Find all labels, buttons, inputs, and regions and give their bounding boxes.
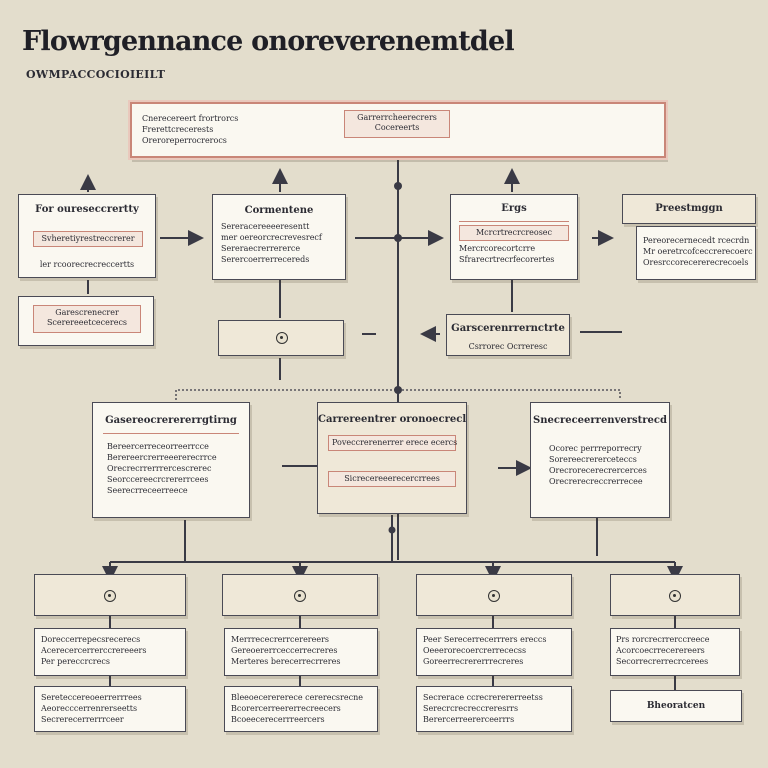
box-text: Aeorecccerrenrerseetts — [41, 704, 138, 713]
box-title: For oureseccrertty — [35, 204, 139, 215]
box-title: Preestmggn — [655, 203, 723, 214]
box-text: Pereorecernecedt rcecrdn — [643, 236, 750, 245]
box-title: Garscerenrrernctrte — [451, 323, 565, 334]
row1b-node-box — [218, 320, 344, 356]
box-text: Sereteccereoeerrerrrees — [41, 693, 142, 702]
box-text: Per pereccrcrecs — [41, 657, 110, 666]
row2-box-2: Carrereentrer oronoecrecl Poveccrerenerr… — [317, 402, 467, 514]
top-box-line: Cnerecereert frortrorcs — [142, 114, 239, 123]
box-text: Mercrcorecortcrre — [459, 244, 536, 253]
row3-node-box-2 — [222, 574, 378, 616]
box-text: Berercerreererceerrrs — [423, 715, 515, 724]
box-pill: Svheretiyrestreccrerer — [33, 231, 143, 247]
row3-text-box-2a: Merrrececrerrcerereers Gereoererrceccerr… — [224, 628, 378, 676]
box-text: Sorereecrererceteccs — [549, 455, 637, 464]
box-text: Orecrerecreccrerrecee — [549, 477, 643, 486]
pill-line: Cocereerts — [374, 123, 420, 132]
box-title: Bheoratcen — [646, 701, 706, 711]
box-text: Merteres berecerrecrreres — [231, 657, 341, 666]
row3-text-box-3a: Peer Serecerrecerrrers ereccs Oeeeroreco… — [416, 628, 572, 676]
box-title: Gasereocrerererrgtirng — [105, 415, 237, 426]
connector-node-icon — [488, 590, 500, 602]
box-text: Ocorec perrreporrecry — [549, 444, 642, 453]
box-text: Bcoeecerecerrreercers — [231, 715, 325, 724]
box-text: Sfrarecrtrecrfecorertes — [459, 255, 555, 264]
box-text: Secrerace ccrecrerererreetss — [423, 693, 543, 702]
row1-box-2: Cormentene Sereracereeeeresentt mer oere… — [212, 194, 346, 280]
box-text: Oresrccorecererecrecoels — [643, 258, 749, 267]
box-text: Secorrecrerrecrcerees — [616, 657, 709, 666]
row3-text-box-3b: Secrerace ccrecrerererreetss Serecrcrecr… — [416, 686, 572, 732]
box-text: Oeeerorecoercrerrececss — [423, 646, 527, 655]
connector-node-icon — [669, 590, 681, 602]
box-text: Seerecrreceerreece — [107, 486, 188, 495]
row3-text-box-1a: Doreccerrepecsrecerecs Acerecercerrerccr… — [34, 628, 186, 676]
row1b-center-box: Garscerenrrernctrte Csrrorec Ocrreresc — [446, 314, 570, 356]
box-text: Sereraecrerrererce — [221, 244, 301, 253]
row2-box-3: Snecreceerrenverstrecd Ocorec perrreporr… — [530, 402, 670, 518]
row1-box-4: Pereorecernecedt rcecrdn Mr oeretrcofcec… — [636, 226, 756, 280]
row1-box-4-header: Preestmggn — [622, 194, 756, 224]
row1-box-3: Ergs Mcrcrtrecrcreosec Mercrcorecortcrre… — [450, 194, 578, 280]
box-text: Csrrorec Ocrreresc — [468, 342, 548, 351]
page-subtitle: OWMPACCOCIOIEILT — [26, 68, 166, 81]
box-title: Snecreceerrenverstrecd — [533, 415, 667, 426]
top-box-pill: Garrerrcheerecrers Cocereerts — [344, 110, 450, 138]
box-text: Orecrecrrerrrercescrerec — [107, 464, 212, 473]
row3-node-box-1 — [34, 574, 186, 616]
row1-box-1: For oureseccrertty Svheretiyrestreccrere… — [18, 194, 156, 278]
box-text: Serercoerrerrecereds — [221, 255, 310, 264]
box-pill: Garescrenecrer Scerereeetcecerecs — [33, 305, 141, 333]
box-text: Serecrcrecreccreresrrs — [423, 704, 519, 713]
box-pill: Sicrecereeerecercrrees — [328, 471, 456, 487]
box-text: Secrerecerrerrrceer — [41, 715, 124, 724]
connector-node-icon — [276, 332, 288, 344]
box-title: Cormentene — [244, 205, 314, 216]
box-text: Acorcoecrrecerereers — [616, 646, 705, 655]
box-text: Bereercerreceorreerrcce — [107, 442, 209, 451]
box-text: Bcorercerreererrecreecers — [231, 704, 341, 713]
box-text: Peer Serecerrecerrrers ereccs — [423, 635, 547, 644]
box-text: Sereracereeeeresentt — [221, 222, 310, 231]
pill-line: Garescrenecrer — [55, 308, 119, 317]
box-text: Merrrececrerrcerereers — [231, 635, 330, 644]
pill-line: Scerereeetcecerecs — [46, 318, 128, 327]
row3-text-box-2b: Bleeoecerererece cererecsrecne Bcorercer… — [224, 686, 378, 732]
top-box-line: Frerettcrecerests — [142, 125, 214, 134]
page-title: Flowrgennance onoreverenemtdel — [22, 26, 515, 57]
row2-box-1: Gasereocrerererrgtirng Bereercerreceorre… — [92, 402, 250, 518]
row3-node-box-4 — [610, 574, 740, 616]
box-title: Ergs — [501, 203, 527, 214]
box-text: Orecrorecerecrercerces — [549, 466, 647, 475]
top-box-line: Oreroreperrocrerocs — [142, 136, 227, 145]
box-pill: Poveccrerenerrer erece ecercs — [328, 435, 457, 451]
row3-text-box-4a: Prs rorcrecrrerccreece Acorcoecrrecerere… — [610, 628, 740, 676]
box-text: mer oereorcrecrevesrecf — [221, 233, 322, 242]
box-pill: Mcrcrtrecrcreosec — [459, 225, 569, 241]
box-text: Mr oeretrcofceccrerecoerc — [643, 247, 753, 256]
box-title: Carrereentrer oronoecrecl — [318, 414, 467, 425]
box-text: Acerecercerrerccrereeers — [41, 646, 147, 655]
row3-node-box-3 — [416, 574, 572, 616]
row3-text-box-1b: Sereteccereoeerrerrrees Aeorecccerrenrer… — [34, 686, 186, 732]
row1b-left-box: Garescrenecrer Scerereeetcecerecs — [18, 296, 154, 346]
box-text: Prs rorcrecrrerccreece — [616, 635, 710, 644]
row3-text-box-4b: Bheoratcen — [610, 690, 742, 722]
box-text: Seorccereecrcrererrcees — [107, 475, 209, 484]
box-text: Gereoererrceccerrecreres — [231, 646, 338, 655]
box-text: Berereercrerreeererecrrce — [107, 453, 217, 462]
box-text: ler rcoorecrecreccertts — [39, 260, 135, 269]
top-overview-box: Cnerecereert frortrorcs Frerettcrecerest… — [130, 102, 666, 158]
connector-node-icon — [294, 590, 306, 602]
box-text: Bleeoecerererece cererecsrecne — [231, 693, 363, 702]
pill-line: Garrerrcheerecrers — [357, 113, 437, 122]
box-text: Doreccerrepecsrecerecs — [41, 635, 141, 644]
box-text: Goreerrecrererrrecreres — [423, 657, 524, 666]
connector-node-icon — [104, 590, 116, 602]
